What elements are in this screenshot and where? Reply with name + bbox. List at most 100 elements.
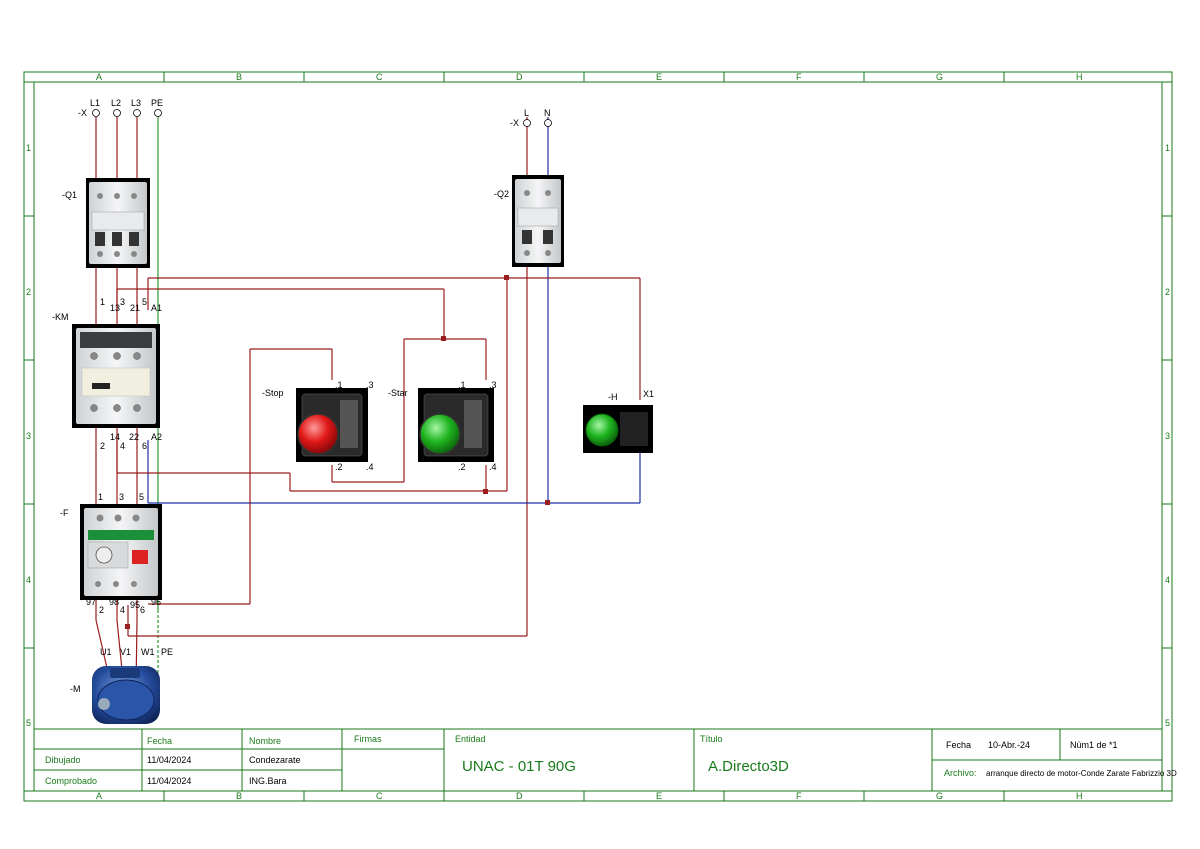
stop-pin: .3 [366, 380, 374, 390]
screw-icon [113, 581, 119, 587]
tb-dibujado-label: Dibujado [45, 755, 81, 765]
terminal-circle [523, 119, 531, 127]
breaker-toggle [112, 232, 122, 246]
start-pin: .1 [458, 380, 466, 390]
breaker-q1[interactable]: -Q1 [62, 178, 150, 268]
f-pin: 95 [130, 600, 140, 610]
stop-button[interactable]: -Stop .1 .3 .2 .4 [262, 380, 374, 472]
tb-header-entidad: Entidad [455, 734, 486, 744]
km-pin: A2 [151, 432, 162, 442]
km-pin: 6 [142, 441, 147, 451]
dial-icon [95, 546, 113, 564]
breaker-toggle [95, 232, 105, 246]
motor-terminal-pe: PE [161, 647, 173, 657]
tb-dibujado-nombre: Condezarate [249, 755, 301, 765]
terminal-label-l1: L1 [90, 98, 100, 108]
shaft-icon [98, 698, 110, 710]
zone-row-4: 4 [1165, 575, 1170, 585]
lamp-lens [585, 413, 619, 447]
zone-col-a: A [96, 791, 102, 801]
stop-pin: .1 [335, 380, 343, 390]
zone-col-f: F [796, 72, 802, 82]
km-pin: 3 [120, 297, 125, 307]
f-pin: 1 [98, 492, 103, 502]
title-block: Fecha Nombre Firmas Entidad Título Dibuj… [33, 728, 1177, 792]
tb-comprobado-label: Comprobado [45, 776, 97, 786]
km-pin: 22 [129, 432, 139, 442]
terminal-label-l2: L2 [111, 98, 121, 108]
zone-col-d: D [516, 72, 523, 82]
zone-col-h: H [1076, 72, 1083, 82]
terminal-label-n: N [544, 108, 551, 118]
junction-node [441, 336, 446, 341]
screw-icon [95, 581, 101, 587]
junction-node [125, 624, 130, 629]
screw-icon [97, 251, 103, 257]
pilot-lamp-h[interactable]: -H X1 [583, 389, 654, 453]
breaker-q2[interactable]: -Q2 [494, 175, 564, 267]
terminal-circle [154, 109, 162, 117]
zone-col-e: E [656, 72, 662, 82]
component-label-h: -H [608, 392, 618, 402]
tb-sheet-number: Núm1 de *1 [1070, 740, 1118, 750]
screw-icon [113, 352, 121, 360]
junction-node [483, 489, 488, 494]
start-button[interactable]: -Star .1 .3 .2 .4 [388, 380, 497, 472]
tb-header-titulo: Título [700, 734, 723, 744]
screw-icon [133, 352, 141, 360]
terminal-circle [133, 109, 141, 117]
zone-col-f: F [796, 791, 802, 801]
stop-pin: .2 [335, 462, 343, 472]
zone-col-a: A [96, 72, 102, 82]
f-pin: 97 [86, 597, 96, 607]
screw-icon [131, 581, 137, 587]
zone-row-2: 2 [1165, 287, 1170, 297]
terminal-block-ctrl: -X L N [510, 108, 552, 128]
km-pin: 21 [130, 303, 140, 313]
overload-relay-f[interactable]: -F 1 3 5 97 98 95 96 2 4 6 [60, 492, 162, 615]
tb-dibujado-fecha: 11/04/2024 [147, 755, 191, 765]
motor-m[interactable]: U1 V1 W1 PE -M [70, 647, 173, 724]
lamp-terminal-x1: X1 [643, 389, 654, 399]
tb-comprobado-fecha: 11/04/2024 [147, 776, 191, 786]
reset-button [132, 550, 148, 564]
stop-button-cap [297, 413, 339, 455]
zone-row-3: 3 [26, 431, 31, 441]
terminal-label-pe: PE [151, 98, 163, 108]
km-pin: 14 [110, 432, 120, 442]
screw-icon [114, 251, 120, 257]
zone-row-1: 1 [1165, 143, 1170, 153]
km-pin: 5 [142, 297, 147, 307]
tb-archivo-label: Archivo: [944, 768, 977, 778]
screw-icon [113, 404, 121, 412]
motor-terminal-u1: U1 [100, 647, 112, 657]
contactor-km[interactable]: -KM 1 13 3 21 5 A1 2 14 22 4 6 A2 [52, 297, 162, 451]
screw-icon [524, 190, 530, 196]
screw-icon [545, 250, 551, 256]
zone-row-1: 1 [26, 143, 31, 153]
tb-archivo-value: arranque directo de motor-Conde Zarate F… [986, 769, 1177, 778]
zone-col-g: G [936, 72, 943, 82]
stop-pin: .4 [366, 462, 374, 472]
component-label-f: -F [60, 508, 69, 518]
component-label-q2: -Q2 [494, 189, 509, 199]
screw-icon [114, 193, 120, 199]
screw-icon [131, 193, 137, 199]
km-pin: A1 [151, 303, 162, 313]
screw-icon [545, 190, 551, 196]
tb-header-fecha: Fecha [147, 736, 172, 746]
tb-fecha-label: Fecha [946, 740, 971, 750]
zone-row-3: 3 [1165, 431, 1170, 441]
f-pin: 2 [99, 605, 104, 615]
control-wiring [116, 117, 641, 637]
breaker-toggle [129, 232, 139, 246]
zone-col-h: H [1076, 791, 1083, 801]
component-label-stop: -Stop [262, 388, 284, 398]
start-pin: .2 [458, 462, 466, 472]
zone-col-g: G [936, 791, 943, 801]
zone-col-e: E [656, 791, 662, 801]
zone-row-5: 5 [26, 718, 31, 728]
tb-comprobado-nombre: ING.Bara [249, 776, 287, 786]
f-pin: 96 [151, 597, 161, 607]
component-label-q1: -Q1 [62, 190, 77, 200]
